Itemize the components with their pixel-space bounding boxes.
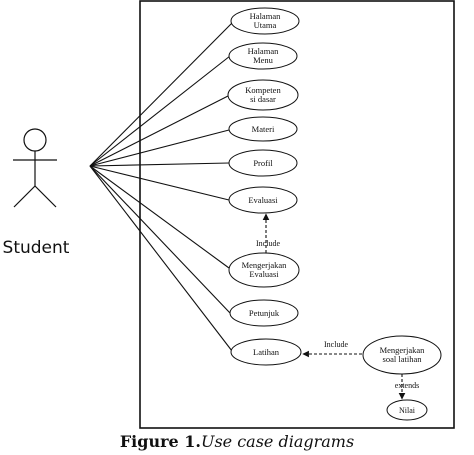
use-case-ellipse (386, 399, 428, 421)
association-uc6 (89, 165, 230, 201)
use-case-label: Kompeten (245, 85, 281, 95)
use-case-materi: Materi (228, 116, 298, 142)
use-case-ellipse (228, 116, 298, 142)
use-case-evaluasi: Evaluasi (228, 186, 298, 214)
use-case-label: Halaman (248, 46, 279, 56)
include-relation-evaluasi: Include (256, 213, 280, 253)
figure-caption: Figure 1.Use case diagrams (0, 432, 474, 451)
use-case-label: Mengerjakan (380, 345, 426, 355)
use-case-label: Evaluasi (248, 195, 278, 205)
actor-student: Student (3, 128, 70, 258)
use-case-label: Latihan (253, 347, 280, 357)
include-relation-latihan: Include (302, 340, 362, 358)
use-case-ellipse (230, 7, 300, 35)
use-case-label: Halaman (250, 11, 281, 21)
use-case-ellipse (228, 252, 300, 288)
use-case-ellipse (228, 186, 298, 214)
use-case-label: Mengerjakan (242, 260, 288, 270)
extend-label: extends (395, 381, 419, 390)
association-uc1 (89, 22, 233, 167)
caption-number: Figure 1. (119, 432, 201, 451)
association-lines (89, 22, 233, 352)
use-case-label: si dasar (250, 94, 276, 104)
use-case-label: Materi (252, 124, 275, 134)
use-case-petunjuk: Petunjuk (229, 299, 299, 327)
caption-text: Use case diagrams (200, 432, 355, 451)
use-case-label: soal latihan (383, 354, 423, 364)
use-case-profil: Profil (228, 149, 298, 177)
use-case-ellipse (230, 338, 302, 366)
association-uc8 (89, 165, 231, 314)
use-case-label: Utama (254, 20, 277, 30)
include-label: Include (256, 239, 280, 248)
use-case-ellipse (228, 42, 298, 70)
use-case-nilai: Nilai (386, 399, 428, 421)
actor-left-leg (13, 185, 36, 208)
use-case-ellipse (228, 149, 298, 177)
include-label: Include (324, 340, 348, 349)
use-case-ellipse (227, 79, 299, 111)
use-case-label: Evaluasi (249, 269, 279, 279)
use-case-label: Menu (253, 55, 274, 65)
association-uc9 (89, 165, 233, 352)
use-case-label: Petunjuk (249, 308, 280, 318)
actor-right-leg (34, 185, 57, 208)
association-uc7 (89, 165, 230, 269)
association-uc5 (89, 162, 230, 167)
use-case-latihan: Latihan (230, 338, 302, 366)
use-case-label: Nilai (399, 406, 416, 415)
system-boundary (139, 0, 455, 429)
association-uc3 (89, 95, 229, 167)
actor-label: Student (3, 238, 70, 258)
association-uc4 (89, 129, 230, 167)
actor-head (23, 128, 47, 152)
extend-relation-nilai: extends (395, 374, 419, 400)
use-case-ellipse (229, 299, 299, 327)
use-case-label: Profil (253, 158, 273, 168)
association-uc2 (89, 55, 231, 167)
